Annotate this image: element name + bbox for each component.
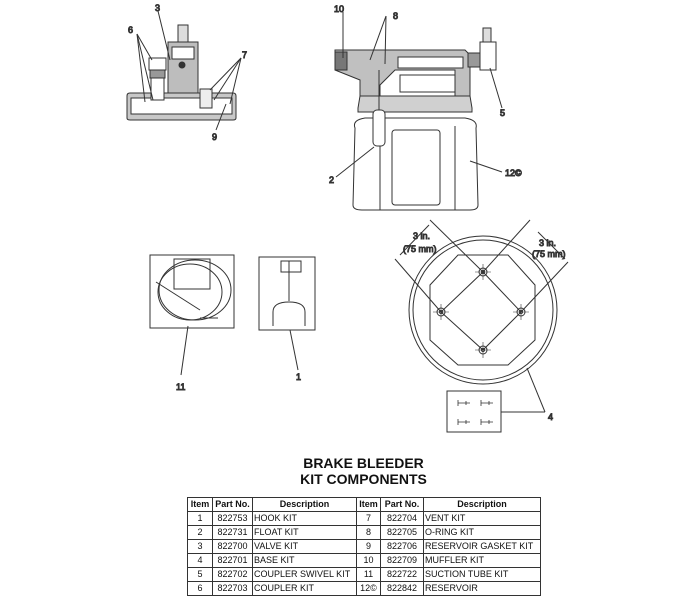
description-cell: MUFFLER KIT xyxy=(423,553,541,568)
dimension-left-in: 3 in. xyxy=(413,231,430,241)
description-cell: RESERVOIR GASKET KIT xyxy=(423,539,541,554)
title-line-2: KIT COMPONENTS xyxy=(300,471,427,487)
part-no-cell: 822706 xyxy=(380,539,424,554)
callout-5: 5 xyxy=(500,108,505,118)
hook-kit-drawing xyxy=(258,256,316,371)
header-part-no: Part No. xyxy=(212,497,253,512)
valve-base-assembly xyxy=(126,10,242,131)
callout-7: 7 xyxy=(242,50,247,60)
callout-9: 9 xyxy=(212,132,217,142)
description-cell: COUPLER KIT xyxy=(252,581,357,596)
header-item-2: Item xyxy=(356,497,381,512)
suction-tube-kit-drawing xyxy=(149,254,235,376)
item-cell: 5 xyxy=(187,567,213,582)
item-cell: 9 xyxy=(356,539,381,554)
dimension-left-mm: (75 mm) xyxy=(403,244,437,254)
part-no-cell: 822753 xyxy=(212,511,253,526)
header-description: Description xyxy=(252,497,357,512)
callout-4: 4 xyxy=(548,412,553,422)
description-cell: FLOAT KIT xyxy=(252,525,357,540)
item-cell: 7 xyxy=(356,511,381,526)
part-no-cell: 822700 xyxy=(212,539,253,554)
header-part-no-2: Part No. xyxy=(380,497,424,512)
callout-6: 6 xyxy=(128,25,133,35)
description-cell: SUCTION TUBE KIT xyxy=(423,567,541,582)
item-cell: 10 xyxy=(356,553,381,568)
mounting-holes xyxy=(433,264,529,358)
callout-1: 1 xyxy=(296,372,301,382)
dimension-right-in: 3 in. xyxy=(539,238,556,248)
callout-10: 10 xyxy=(334,4,344,14)
part-no-cell: 822704 xyxy=(380,511,424,526)
part-no-cell: 822842 xyxy=(380,581,424,596)
callout-12: 12© xyxy=(505,168,522,178)
part-no-cell: 822722 xyxy=(380,567,424,582)
description-cell: VENT KIT xyxy=(423,511,541,526)
item-cell: 4 xyxy=(187,553,213,568)
table-header-row: Item Part No. Description Item Part No. … xyxy=(187,497,541,512)
dimension-right-mm: (75 mm) xyxy=(532,249,566,259)
description-cell: VALVE KIT xyxy=(252,539,357,554)
part-no-cell: 822705 xyxy=(380,525,424,540)
item-cell: 3 xyxy=(187,539,213,554)
item-cell: 6 xyxy=(187,581,213,596)
item-cell: 12© xyxy=(356,581,381,596)
callout-8: 8 xyxy=(393,11,398,21)
description-cell: O-RING KIT xyxy=(423,525,541,540)
kit-components-table: Item Part No. Description Item Part No. … xyxy=(187,497,541,596)
base-plate-drawing xyxy=(394,219,569,433)
description-cell: RESERVOIR xyxy=(423,581,541,596)
part-no-cell: 822702 xyxy=(212,567,253,582)
title-line-1: BRAKE BLEEDER xyxy=(303,455,424,471)
header-description-2: Description xyxy=(423,497,541,512)
item-cell: 2 xyxy=(187,525,213,540)
item-cell: 11 xyxy=(356,567,381,582)
part-no-cell: 822701 xyxy=(212,553,253,568)
part-no-cell: 822731 xyxy=(212,525,253,540)
description-cell: HOOK KIT xyxy=(252,511,357,526)
header-item: Item xyxy=(187,497,213,512)
part-no-cell: 822703 xyxy=(212,581,253,596)
item-cell: 8 xyxy=(356,525,381,540)
reservoir-assembly xyxy=(334,12,503,211)
description-cell: COUPLER SWIVEL KIT xyxy=(252,567,357,582)
callout-11: 11 xyxy=(176,382,185,392)
description-cell: BASE KIT xyxy=(252,553,357,568)
part-no-cell: 822709 xyxy=(380,553,424,568)
screws xyxy=(457,400,493,425)
callout-3: 3 xyxy=(155,3,160,13)
callout-2: 2 xyxy=(329,175,334,185)
item-cell: 1 xyxy=(187,511,213,526)
